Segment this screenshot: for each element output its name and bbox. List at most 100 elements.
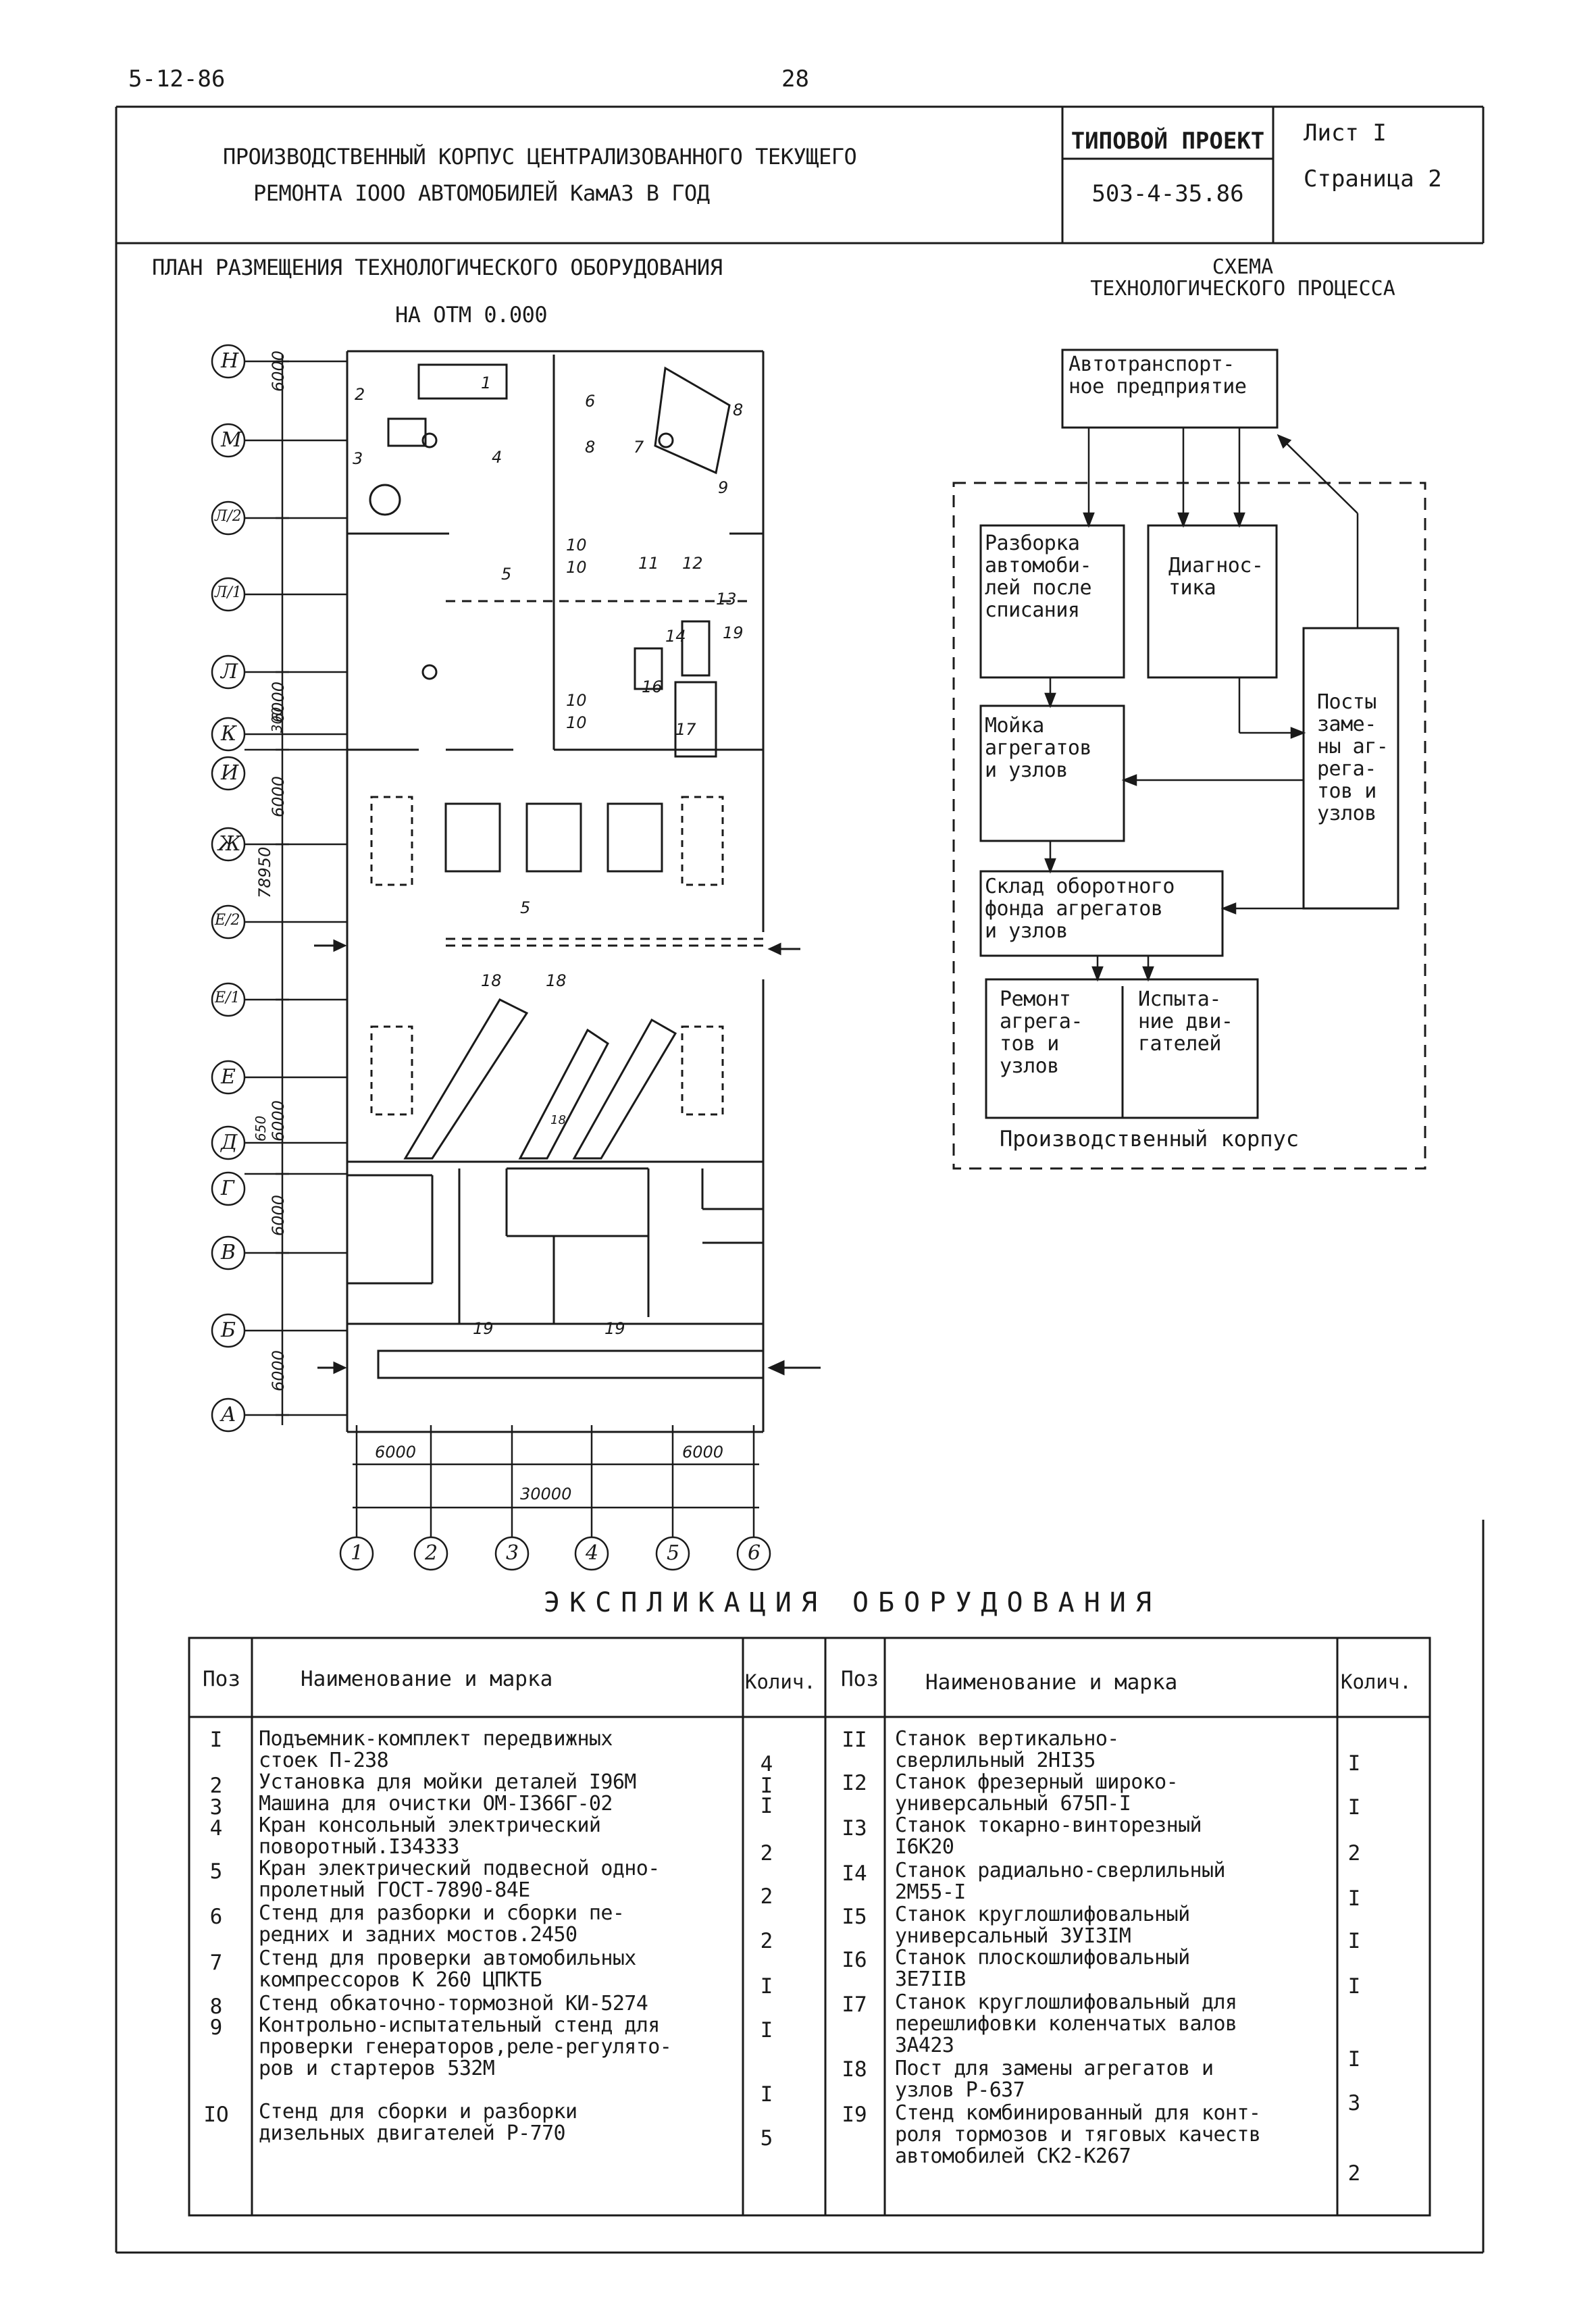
table-cell-qty: I [760,2082,773,2107]
column-header-qty: Колич. [745,1670,816,1693]
column-axis-label: 5 [667,1541,680,1565]
box-sklad-line: фонда агрегатов [985,897,1163,921]
row-axis-label: Ж [218,832,241,856]
equipment-mark: 12 [682,554,703,573]
table-cell-pos: 4 [209,1816,223,1841]
table-cell-name: Стенд для сборки и разборки [259,2100,577,2124]
table-cell-name: 3A423 [895,2034,954,2057]
box-ispytanie-line: Испыта- [1138,987,1221,1011]
table-cell-name: универсальный 3УI3IM [895,1924,1131,1948]
table-cell-qty: 2 [1347,2161,1361,2186]
box-razborka-line: Разборка [985,532,1080,555]
document-code: 5-12-86 [128,66,226,93]
box-sklad-line: и узлов [985,919,1068,943]
table-cell-name: Станок радиально-сверлильный [895,1859,1226,1882]
table-cell-name: Кран электрический подвесной одно- [259,1857,660,1880]
table-cell-name: Станок фрезерный широко- [895,1770,1179,1794]
table-cell-qty: 2 [760,1841,773,1866]
table-cell-name: стоек П-238 [259,1749,389,1772]
scheme-title-line-2: ТЕХНОЛОГИЧЕСКОГО ПРОЦЕССА [1090,277,1395,301]
table-cell-pos: 9 [209,2015,223,2040]
table-cell-name: Станок круглошлифовальный для [895,1990,1237,2014]
table-cell-pos: I6 [842,1948,867,1972]
row-axis-label: Н [221,349,239,373]
equipment-mark: 4 [492,448,503,467]
row-axis-label: Е [221,1065,236,1089]
equipment-mark: 8 [585,438,596,457]
equipment-mark: 19 [723,623,744,642]
column-header-name: Наименование и марка [925,1670,1178,1695]
table-cell-name: ров и стартеров 532М [259,2057,495,2080]
box-sklad-line: Склад оборотного [985,875,1175,898]
table-cell-name: дизельных двигателей Р-770 [259,2122,566,2145]
table-cell-name: Подъемник-комплект передвижных [259,1727,613,1751]
table-cell-pos: II [842,1728,867,1752]
table-cell-pos: I9 [842,2103,867,2127]
column-header-name: Наименование и марка [301,1667,553,1691]
table-cell-pos: I8 [842,2057,867,2082]
table-cell-pos: I3 [842,1816,867,1841]
box-posty-line: Посты [1317,690,1376,714]
box-razborka-line: списания [985,598,1080,622]
project-title-line-2: РЕМОНТА IOOO АВТОМОБИЛЕЙ КамАЗ В ГОД [253,180,710,206]
equipment-mark: 10 [566,713,587,732]
table-cell-name: роля тормозов и тяговых качеств [895,2123,1261,2146]
equipment-mark: 19 [473,1319,494,1338]
table-cell-qty: I [1347,1929,1361,1953]
box-posty-line: тов и [1317,779,1376,803]
table-cell-pos: 5 [209,1859,223,1884]
table-cell-pos: 7 [209,1951,223,1975]
table-cell-name: сверлильный 2HI35 [895,1749,1096,1772]
table-cell-name: перешлифовки коленчатых валов [895,2012,1237,2036]
table-cell-name: универсальный 675П-I [895,1792,1131,1816]
box-remont-line: Ремонт [1000,987,1071,1011]
equipment-mark: 9 [718,478,729,497]
equipment-mark: 2 [355,385,365,404]
equipment-mark: 14 [665,627,686,646]
box-posty-line: ны аг- [1317,735,1389,759]
row-axis-label: И [221,761,239,785]
column-axis-label: 3 [506,1541,519,1565]
table-cell-pos: I5 [842,1905,867,1929]
equipment-mark: 18 [481,971,502,990]
equipment-mark: 3 [353,449,363,468]
table-cell-name: пролетный ГОСТ-7890-84Е [259,1878,530,1902]
box-ispytanie-line: гателей [1138,1032,1221,1056]
row-axis-label: М [221,428,242,452]
box-razborka-line: автомоби- [985,554,1092,577]
table-cell-qty: 2 [760,1884,773,1909]
dimension-30000: 30000 [520,1485,572,1503]
box-atp-line-1: Автотранспорт- [1069,353,1235,376]
table-cell-name: автомобилей СК2-К267 [895,2144,1131,2168]
equipment-mark: 10 [566,558,587,577]
equipment-mark: 8 [733,401,744,419]
row-axis-label: К [221,722,237,746]
table-cell-name: Машина для очистки ОМ-I366Г-02 [259,1792,613,1816]
equipment-mark: 1 [481,374,492,392]
page-label: Страница 2 [1304,165,1442,192]
equipment-mark: 11 [638,554,659,573]
table-cell-qty: I [760,1774,773,1798]
table-cell-name: Контрольно-испытательный стенд для [259,2013,660,2037]
box-posty-line: заме- [1317,713,1376,736]
table-cell-qty: 2 [760,1929,773,1953]
table-cell-name: проверки генераторов,реле-регулято- [259,2035,672,2059]
box-atp-line-2: ное предприятие [1069,375,1247,398]
table-cell-qty: I [760,1974,773,1999]
table-cell-name: узлов Р-637 [895,2078,1025,2102]
explication-title: ЭКСПЛИКАЦИЯ ОБОРУДОВАНИЯ [544,1587,1161,1618]
row-axis-label: Е/2 [215,912,240,929]
row-axis-label: Д [221,1131,238,1154]
plan-subtitle: НА ОТМ 0.000 [395,302,548,328]
equipment-mark: 13 [716,590,737,609]
equipment-mark: 18 [546,971,567,990]
table-cell-qty: I [1347,2047,1361,2072]
equipment-mark: 16 [642,677,663,696]
row-axis-label: Л/1 [215,584,242,601]
table-cell-pos: I4 [842,1861,867,1886]
box-moyka-line: и узлов [985,759,1068,782]
table-cell-pos: 8 [209,1995,223,2019]
